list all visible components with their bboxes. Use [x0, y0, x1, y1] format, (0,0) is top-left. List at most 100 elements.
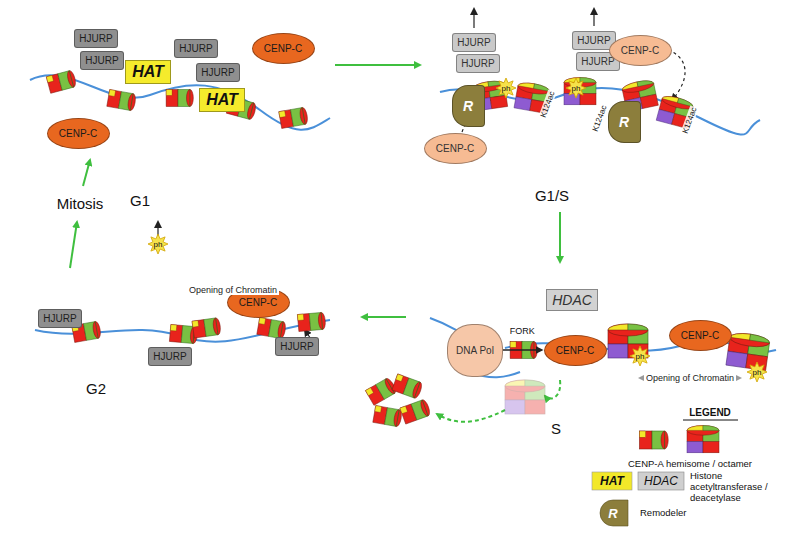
drawing-part	[246, 102, 257, 120]
cenpa-hemisome	[639, 431, 668, 449]
drawing-part	[608, 344, 628, 358]
acetyl-mark: K124ac	[539, 89, 557, 119]
drawing-part	[687, 426, 703, 431]
drawing-part	[505, 400, 525, 414]
drawing-part	[437, 410, 505, 422]
legend-swatch-text: HDAC	[644, 474, 678, 488]
drawing-part	[321, 312, 322, 329]
annotation: Opening of Chromatin	[187, 285, 279, 295]
drawing-part	[505, 380, 545, 392]
cenpa-hemisome	[400, 399, 431, 424]
remodeler-shape: R	[452, 85, 485, 127]
node-text: HJURP	[581, 56, 614, 67]
drawing-part	[335, 64, 420, 66]
pointer-arrow	[158, 9, 685, 350]
drawing-part	[46, 75, 53, 82]
cenpa-octamer	[505, 380, 545, 414]
legend-swatch-text: HAT	[600, 474, 624, 488]
drawing-part	[166, 90, 178, 107]
fork-arrow	[503, 349, 542, 350]
node-text: HAT	[206, 91, 238, 109]
drawing-part	[490, 95, 507, 108]
hjurp-box: HJURP	[275, 337, 319, 356]
hjurp-box: HJURP	[456, 54, 500, 73]
cenpa-hemisome	[46, 70, 77, 93]
legend-text: CENP-A hemisome / octamer	[620, 458, 760, 469]
hdac-swatch	[638, 472, 684, 490]
legend-swatch	[600, 500, 628, 526]
stage-label: Mitosis	[57, 195, 104, 212]
phospho-mark: ph	[636, 352, 645, 361]
drawing-part	[687, 442, 703, 453]
cenpa-hemisome	[107, 90, 137, 111]
drawing-part	[396, 374, 404, 382]
drawing-part	[362, 316, 406, 318]
phospho-star	[496, 78, 516, 98]
legend-underline	[683, 420, 738, 421]
node-text: HJURP	[457, 37, 490, 48]
drawing-part	[750, 334, 771, 343]
cenpa-hemisome	[166, 90, 193, 107]
drawing-part	[302, 108, 305, 125]
cenpa-hemisome	[373, 406, 403, 427]
drawing-part	[545, 380, 560, 399]
node-text: CENP-C	[59, 128, 97, 139]
cenpc-ellipse: CENP-C	[609, 35, 672, 66]
phospho-star	[747, 362, 767, 382]
drawing-part	[92, 321, 102, 339]
drawing-part	[419, 399, 431, 417]
drawing-part	[83, 160, 90, 186]
stage-label: G1/S	[535, 187, 569, 204]
drawing-part	[169, 324, 182, 342]
drawing-part	[187, 90, 194, 107]
drawing-part	[297, 314, 310, 332]
drawing-part	[69, 71, 73, 87]
node-text: R	[463, 98, 473, 114]
drawing-part	[127, 93, 137, 111]
drawing-part	[70, 222, 77, 268]
cenpc-ellipse: CENP-C	[47, 118, 110, 149]
drawing-part	[396, 410, 399, 427]
hjurp-box: HJURP	[148, 347, 192, 366]
node-text: CENP-C	[621, 45, 659, 56]
node-text: R	[619, 114, 629, 130]
drawing-part	[279, 111, 286, 118]
drawing-part	[703, 426, 719, 431]
drawing-part	[411, 381, 423, 399]
drawing-part	[249, 103, 253, 119]
cenpc-ellipse: CENP-C	[252, 33, 315, 64]
drawing-part	[729, 331, 770, 348]
drawing-part	[628, 324, 648, 330]
drawing-part	[726, 351, 748, 368]
legend-title: LEGEND	[689, 407, 731, 418]
drawing-part	[639, 431, 645, 437]
node-text: HJURP	[153, 351, 186, 362]
hat-box: HAT	[125, 60, 171, 84]
cenpa-octamer	[687, 426, 719, 453]
drawing-part	[608, 324, 648, 336]
cycle-arrow	[70, 65, 560, 422]
stage-label: S	[551, 420, 561, 437]
drawing-part	[664, 431, 665, 449]
dna-strand	[30, 75, 776, 377]
hjurp-box: HJURP	[38, 309, 82, 328]
drawing-part	[66, 70, 77, 88]
drawing-part	[166, 90, 172, 96]
remodeler-shape: R	[608, 101, 641, 143]
node-text: HJURP	[577, 35, 610, 46]
hat-box: HAT	[199, 88, 245, 112]
node-text: HJURP	[461, 58, 494, 69]
node-text: HJURP	[79, 33, 112, 44]
drawing-part	[422, 400, 428, 416]
drawing-part	[189, 90, 190, 107]
drawing-part	[505, 380, 525, 386]
node-text: HJURP	[179, 43, 212, 54]
drawing-part	[192, 320, 199, 327]
drawing-part	[375, 406, 382, 413]
drawing-part	[621, 82, 638, 90]
hjurp-box: HJURP	[80, 51, 124, 70]
phospho-star	[566, 78, 586, 98]
cenpa-hemisome	[392, 374, 423, 399]
